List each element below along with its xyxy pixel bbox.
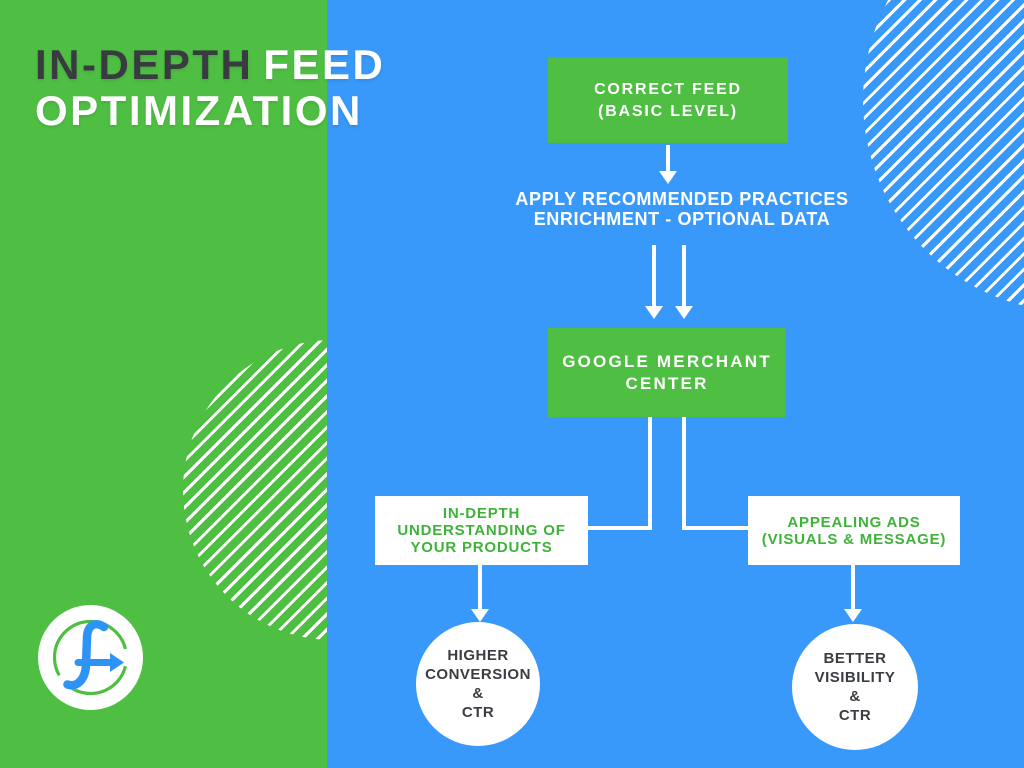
circle-higher-conversion-line4: CTR — [461, 704, 495, 721]
node-correct-feed-line2: (BASIC LEVEL) — [598, 102, 738, 120]
node-gmc-line1: GOOGLE MERCHANT — [562, 351, 772, 371]
arrow-apply-to-gmc-left — [652, 245, 656, 306]
arrow-apply-to-gmc-right — [682, 245, 686, 306]
hatched-circle-decoration-left — [183, 340, 327, 640]
node-correct-feed: CORRECT FEED (BASIC LEVEL) — [548, 58, 788, 143]
circle-higher-conversion-line3: & — [472, 685, 484, 702]
feed-arrow-logo — [38, 605, 143, 710]
arrow-ads-to-visibility — [851, 564, 855, 609]
node-appealing-ads-line1: APPEALING ADS — [787, 513, 921, 531]
connector-gmc-right-vertical — [682, 417, 686, 530]
circle-better-visibility: BETTER VISIBILITY & CTR — [792, 624, 918, 750]
connector-gmc-left-vertical — [648, 417, 652, 530]
node-appealing-ads-line2: (VISUALS & MESSAGE) — [761, 530, 947, 548]
circle-better-visibility-line4: CTR — [838, 707, 872, 724]
hatched-circle-decoration-top-right — [863, 0, 1024, 312]
circle-higher-conversion-line2: CONVERSION — [425, 666, 531, 683]
page-title-line2: OPTIMIZATION — [35, 87, 363, 134]
node-appealing-ads: APPEALING ADS (VISUALS & MESSAGE) — [748, 496, 960, 565]
node-understanding-line2: UNDERSTANDING OF — [397, 522, 566, 539]
label-apply-practices-line1: APPLY RECOMMENDED PRACTICES — [515, 189, 849, 209]
connector-gmc-right-horizontal — [682, 526, 748, 530]
circle-better-visibility-line3: & — [849, 688, 861, 705]
label-apply-practices: APPLY RECOMMENDED PRACTICES ENRICHMENT -… — [492, 189, 872, 229]
node-understanding-line3: YOUR PRODUCTS — [410, 539, 553, 556]
node-gmc-line2: CENTER — [625, 373, 709, 393]
node-understanding: IN-DEPTH UNDERSTANDING OF YOUR PRODUCTS — [375, 496, 588, 565]
circle-better-visibility-line2: VISIBILITY — [814, 669, 896, 686]
feed-arrow-logo-icon — [38, 605, 143, 710]
title-light-text: FEED — [263, 41, 386, 88]
arrow-understanding-to-conversion — [478, 565, 482, 609]
arrow-correct-feed-to-apply — [666, 145, 670, 171]
circle-higher-conversion: HIGHER CONVERSION & CTR — [416, 622, 540, 746]
node-understanding-line1: IN-DEPTH — [442, 505, 521, 522]
circle-higher-conversion-line1: HIGHER — [447, 647, 509, 664]
label-apply-practices-line2: ENRICHMENT - OPTIONAL DATA — [533, 209, 831, 229]
title-dark-text: IN-DEPTH — [35, 41, 254, 88]
node-correct-feed-line1: CORRECT FEED — [594, 80, 742, 98]
circle-better-visibility-line1: BETTER — [823, 650, 887, 667]
connector-gmc-left-horizontal — [588, 526, 652, 530]
node-google-merchant-center: GOOGLE MERCHANT CENTER — [548, 328, 786, 417]
